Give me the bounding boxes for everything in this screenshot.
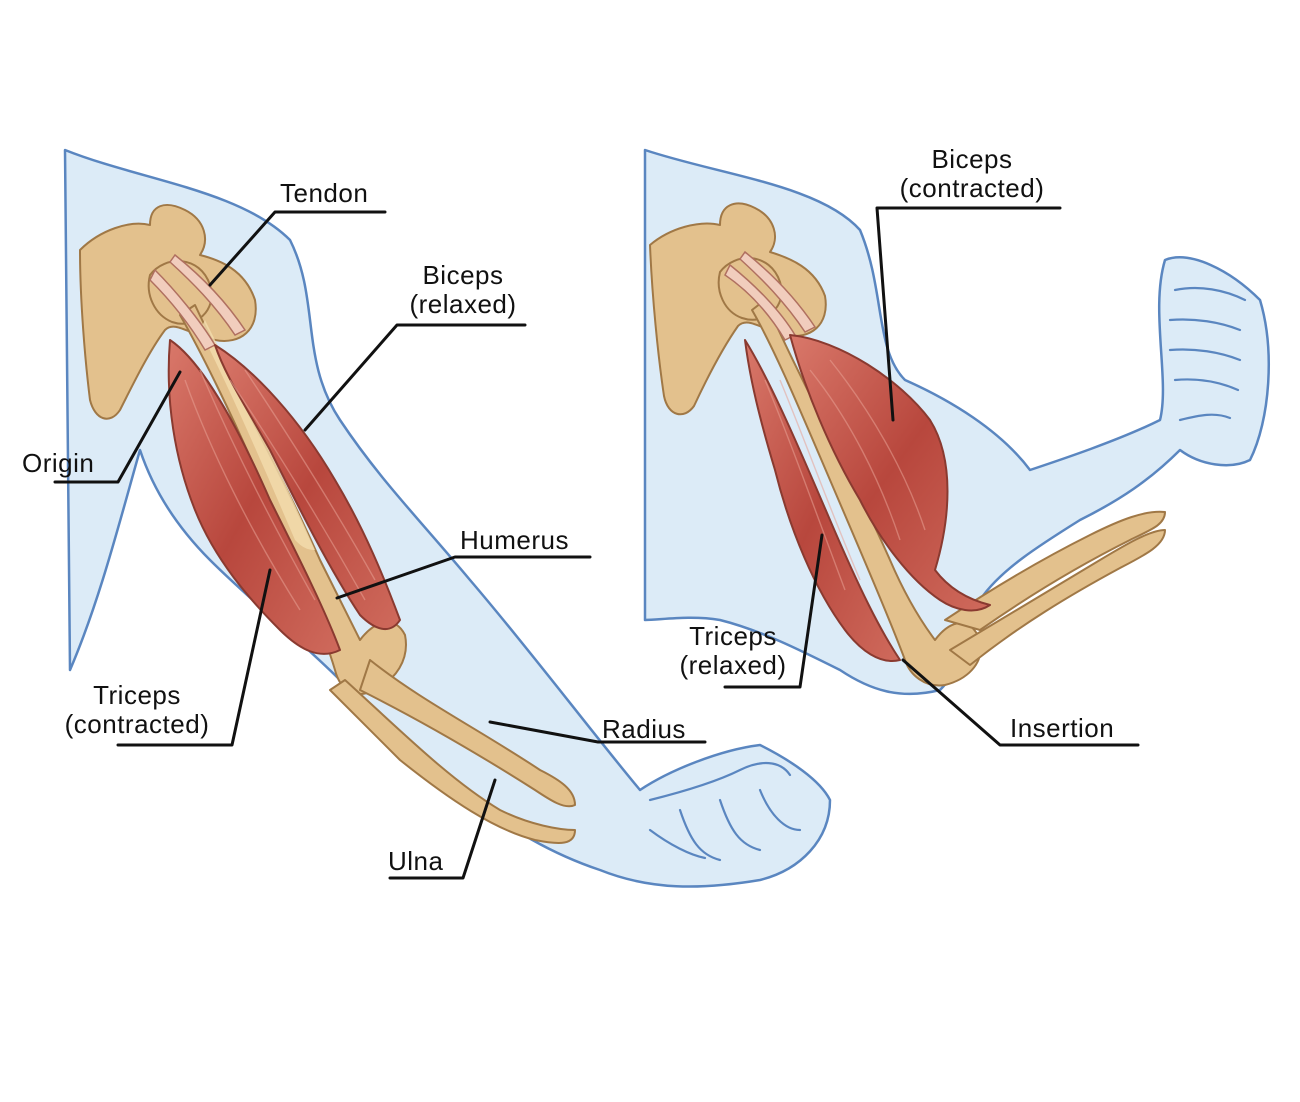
right-triceps <box>744 339 901 662</box>
label-insertion: Insertion <box>1010 713 1114 743</box>
label-biceps-relaxed-line1: Biceps <box>422 260 503 290</box>
leader-origin <box>53 370 182 484</box>
label-biceps-contracted-line2: (contracted) <box>900 173 1045 203</box>
leader-biceps-relaxed <box>303 323 527 432</box>
leader-ulna <box>388 778 497 880</box>
left-biceps <box>214 344 401 630</box>
right-biceps <box>789 334 991 612</box>
left-fist-outline <box>648 762 802 862</box>
right-arm <box>643 148 1270 696</box>
label-biceps-contracted-line1: Biceps <box>931 144 1012 174</box>
right-fist-outline <box>1168 286 1247 422</box>
leader-lines <box>53 206 1140 880</box>
label-triceps-relaxed-line2: (relaxed) <box>679 650 786 680</box>
left-ulna <box>329 679 576 844</box>
leader-triceps-relaxed <box>723 533 824 689</box>
label-triceps-contracted-line2: (contracted) <box>65 709 210 739</box>
label-biceps-relaxed-line2: (relaxed) <box>409 289 516 319</box>
label-triceps-relaxed-line1: Triceps <box>689 621 777 651</box>
leader-triceps-contracted <box>116 568 272 747</box>
left-arm-skin <box>63 148 832 888</box>
right-ulna <box>949 529 1166 666</box>
left-triceps <box>167 339 341 655</box>
left-arm <box>63 148 832 888</box>
leader-tendon <box>208 210 387 287</box>
label-triceps-contracted-line1: Triceps <box>93 680 181 710</box>
label-tendon: Tendon <box>280 178 368 208</box>
left-radius <box>359 659 576 808</box>
leader-radius <box>488 720 707 744</box>
labels: Tendon Biceps (relaxed) Origin Humerus T… <box>22 144 1114 876</box>
label-humerus: Humerus <box>460 525 569 555</box>
label-ulna: Ulna <box>388 846 444 876</box>
label-radius: Radius <box>602 714 686 744</box>
leader-humerus <box>335 555 592 600</box>
right-radius <box>944 510 1166 631</box>
leader-biceps-contracted <box>875 206 1062 422</box>
leader-insertion <box>901 658 1140 747</box>
left-tendon <box>149 268 217 351</box>
label-origin: Origin <box>22 448 94 478</box>
